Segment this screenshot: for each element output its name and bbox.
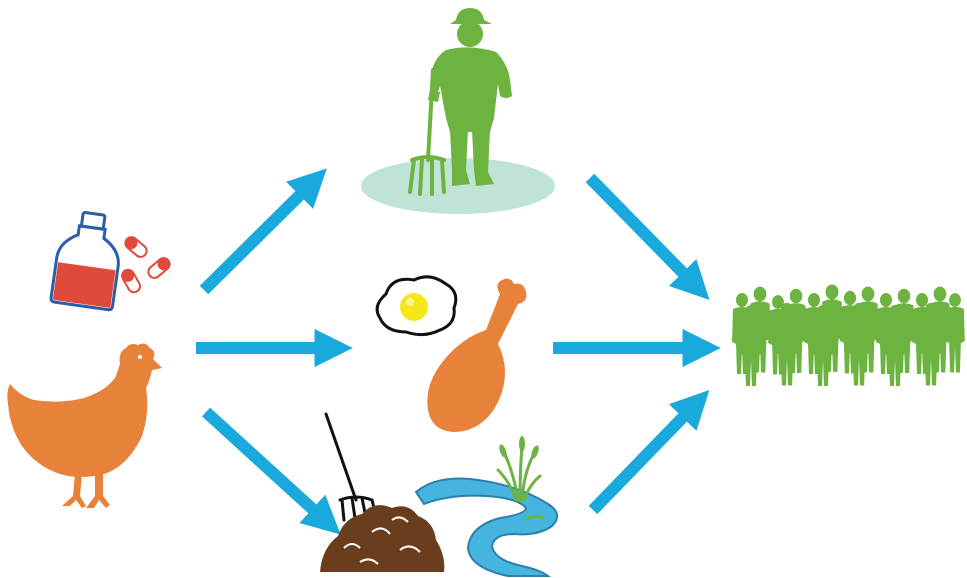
fried-egg-icon (377, 277, 456, 335)
human-population-icon (732, 284, 965, 386)
arrow-source-to-environment (206, 412, 318, 514)
arrows (196, 178, 690, 514)
arrow-source-to-farmer (204, 190, 305, 290)
antibiotic-bottle-and-pills-icon (51, 209, 172, 310)
farmer-with-pitchfork-icon (361, 8, 555, 214)
arrow-environment-to-population (593, 412, 688, 510)
arrow-farmer-to-population (590, 178, 688, 278)
chicken-icon (7, 344, 162, 508)
